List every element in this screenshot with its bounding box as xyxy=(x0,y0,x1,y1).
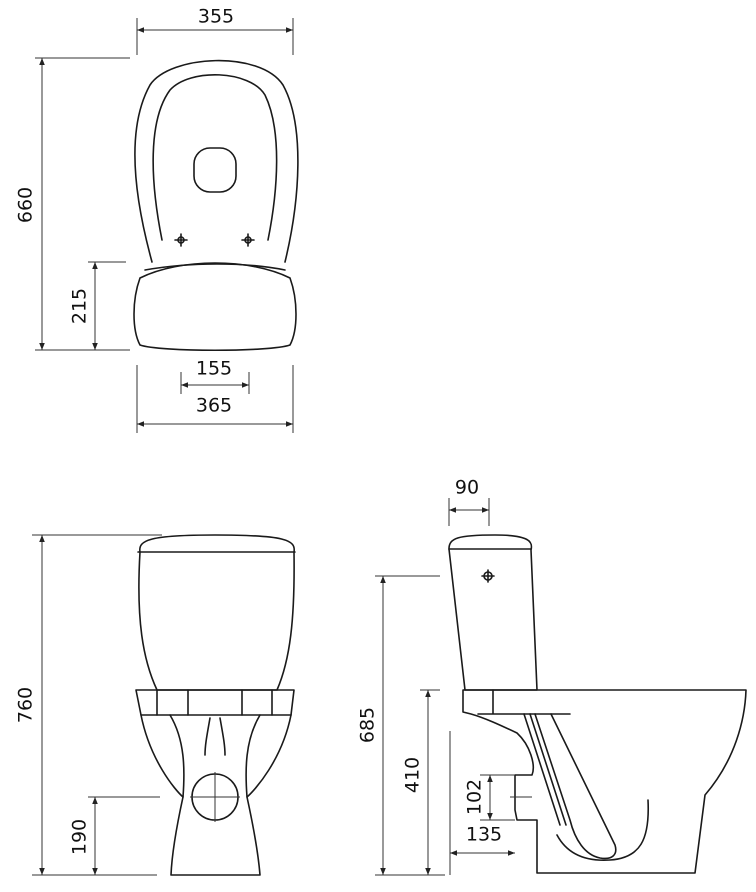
side-view: 90 685 410 102 135 xyxy=(357,477,747,876)
hinge-mark-right xyxy=(241,233,255,247)
dim-135: 135 xyxy=(466,824,502,846)
dim-685: 685 xyxy=(357,707,379,743)
pedestal xyxy=(140,714,292,876)
front-view: 760 190 xyxy=(15,534,296,876)
dim-215: 215 xyxy=(69,288,91,324)
button-mark xyxy=(481,569,495,583)
trap-channel xyxy=(523,713,617,860)
top-view: 355 660 215 155 365 xyxy=(15,6,299,433)
tank-front xyxy=(138,534,295,691)
dim-190: 190 xyxy=(69,819,91,855)
dim-155: 155 xyxy=(196,358,232,380)
bowl-side xyxy=(462,689,747,874)
drain-hole xyxy=(193,147,237,193)
dim-90: 90 xyxy=(455,477,479,499)
dim-410: 410 xyxy=(402,757,424,793)
tank-top-outline xyxy=(133,262,297,352)
rim-band xyxy=(135,689,295,716)
hinge-mark-left xyxy=(174,233,188,247)
tank-side xyxy=(448,534,538,691)
dim-102: 102 xyxy=(464,779,486,815)
dim-660: 660 xyxy=(15,187,37,223)
bowl-outline xyxy=(134,59,299,263)
seat-opening xyxy=(152,73,278,241)
dim-355: 355 xyxy=(198,6,234,28)
dim-365: 365 xyxy=(196,395,232,417)
dim-760: 760 xyxy=(15,687,37,723)
